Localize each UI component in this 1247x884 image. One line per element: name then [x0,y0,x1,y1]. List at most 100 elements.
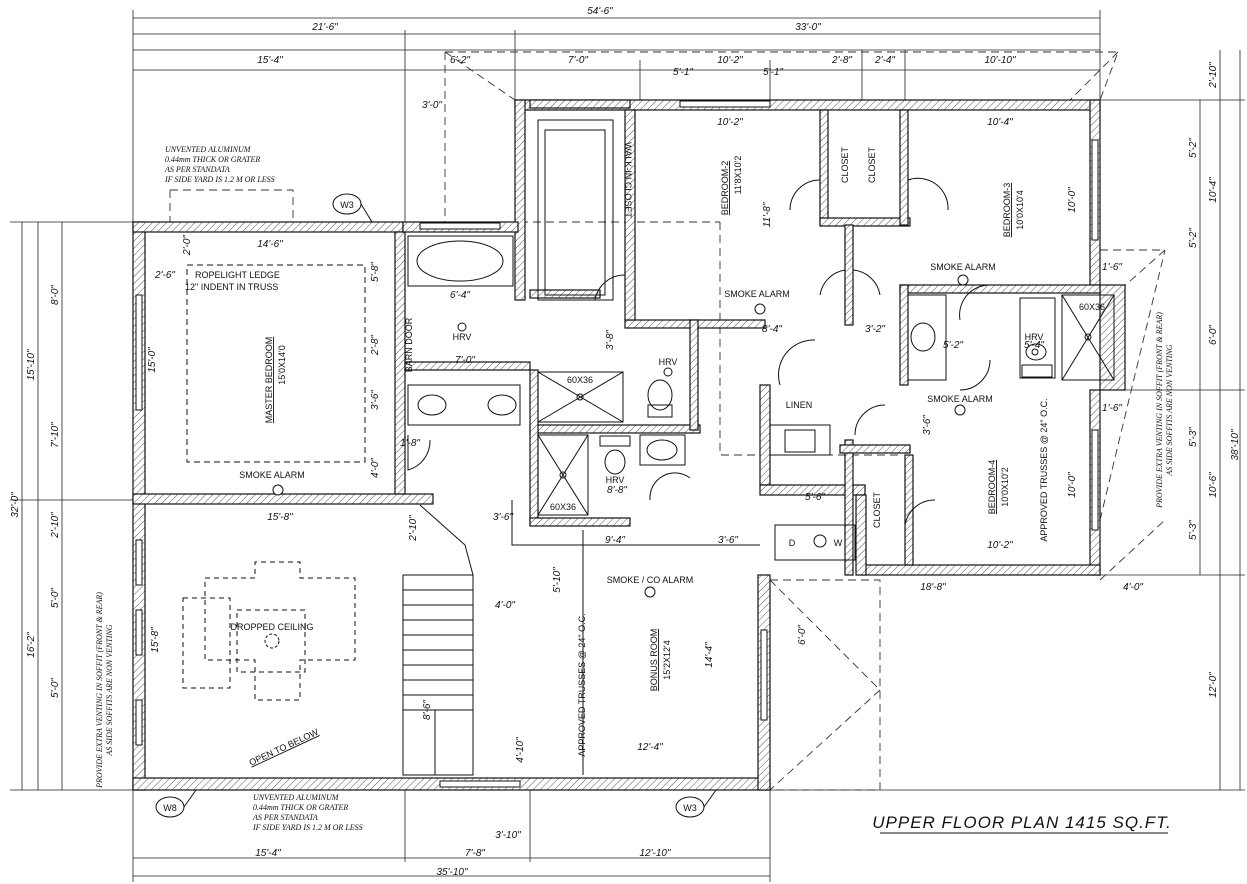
smoke-alarm-label: SMOKE ALARM [930,262,996,272]
dimension-text: 54'-6" 21'-6" 33'-0" 15'-4" 6'-2" 7'-0" … [10,6,1241,878]
dim-top-a: 15'-4" [257,55,283,66]
master-bedroom-name: MASTER BEDROOM [264,337,274,424]
bedroom-3-size: 10'0X10'4 [1015,190,1025,229]
dim-top-left: 21'-6" [311,22,338,33]
note-bottom-line: IF SIDE YARD IS 1.2 M OR LESS [252,823,363,832]
dim-interior: 8'-6" [422,700,433,720]
dim-right-b: 10'-4" [1208,177,1219,203]
dim-interior: 2'-10" [408,515,419,542]
dim-left-f: 5'-0" [50,588,61,608]
dim-interior: 5'-4" [1024,340,1044,351]
dim-bottom-overall: 35'-10" [436,867,467,878]
dim-right-e: 12'-0" [1208,672,1219,698]
dim-interior: 1'-8" [400,438,420,449]
dim-right-i: 5'-3" [1188,520,1199,540]
dim-interior: 5'-8" [370,262,381,282]
bedroom-2-name: BEDROOM-2 [720,161,730,216]
smoke-alarm-label: SMOKE ALARM [724,289,790,299]
note-bottom-line: 0.44mm THICK OR GRATER [253,803,348,812]
dim-left-overall: 32'-0" [10,492,21,518]
dim-interior: 3'-8" [605,330,616,350]
bedroom-3-name: BEDROOM-3 [1002,183,1012,238]
dim-top-g: 10'-10" [984,55,1015,66]
dim-interior: 3'-6" [493,512,513,523]
dim-interior: 3'-2" [865,324,885,335]
dim-interior: 5'-2" [943,340,963,351]
note-top-line: UNVENTED ALUMINUM [165,145,252,154]
bonus-room-size: 15'2X12'4 [662,640,672,679]
shower-size-label: 60X36 [550,502,576,512]
dim-interior: 10'-2" [717,117,743,128]
dim-bottom-b: 7'-8" [465,848,485,859]
trusses-label: APPROVED TRUSSES @ 24" O.C. [1039,398,1049,541]
dim-interior: 2'-0" [182,235,193,256]
hrv-icon [1031,348,1039,356]
shower-size-label: 60X36 [567,375,593,385]
dim-interior: 14'-4" [704,642,715,668]
note-left-line: PROVIDE EXTRA VENTING IN SOFFIT (FRONT &… [95,592,104,789]
dim-interior: 1'-6" [1102,262,1122,273]
dim-top-i: 5'-1" [763,67,783,78]
dim-interior: 10'-0" [1067,472,1078,498]
trusses-label: APPROVED TRUSSES @ 24" O.C. [577,613,587,756]
hrv-icon [663,367,673,377]
hrv-label: HRV [606,475,625,485]
note-bottom-line: UNVENTED ALUMINUM [253,793,340,802]
dim-top-e: 2'-8" [831,55,852,66]
dim-interior: 8'-8" [607,485,627,496]
dim-interior: 15'-8" [267,512,293,523]
dim-interior: 18'-8" [920,582,946,593]
linen-label: LINEN [786,400,813,410]
dim-right-h: 5'-3" [1188,427,1199,447]
dim-interior: 4'-10" [515,737,526,763]
dim-top-h: 5'-1" [673,67,693,78]
dim-top-c: 7'-0" [568,55,588,66]
smoke-alarm-icon [954,404,966,416]
window-tag-w3-label: W3 [683,803,697,813]
dim-left-a: 15'-10" [26,349,37,380]
smoke-alarm-icon [957,274,969,286]
dim-top-b: 6'-2" [450,55,470,66]
smoke-alarm-icons [272,274,1039,598]
dim-left-b: 16'-2" [26,632,37,658]
dim-interior: 9'-4" [605,535,625,546]
window-tag-w8-label: W8 [163,803,177,813]
master-bedroom-size: 15'0X14'0 [277,345,287,384]
dim-right-g: 5'-2" [1188,228,1199,248]
fixtures [182,119,1115,776]
dim-interior: 2'-6" [154,270,175,281]
bedroom-4-size: 10'0X10'2 [1000,467,1010,506]
dim-interior: 6'-4" [450,290,470,301]
dim-interior: 6'-0" [797,625,808,645]
dim-interior: 5'-10" [552,567,563,593]
dim-bottom-d: 3'-10" [495,830,521,841]
dim-interior: 5'-6" [805,492,825,503]
dim-left-g: 5'-0" [50,678,61,698]
dim-right-d: 10'-6" [1208,472,1219,498]
walk-in-closet-label: WALK-IN CLOSET [623,142,633,218]
dim-bottom-c: 12'-10" [639,848,670,859]
windows [135,100,1099,788]
note-right-line: AS SIDE SOFFITS ARE NON VENTING [1165,344,1174,476]
smoke-alarm-icon [754,303,766,315]
ropelight-label: ROPELIGHT LEDGE [195,270,280,280]
hrv-label: HRV [453,332,472,342]
dim-right-f: 5'-2" [1188,138,1199,158]
dim-interior: 7'-0" [455,355,475,366]
open-to-below-label: OPEN TO BELOW [248,727,321,768]
dim-interior: 1'-6" [1102,403,1122,414]
bonus-room-name: BONUS ROOM [649,629,659,692]
closet-label: CLOSET [840,146,850,183]
dropped-ceiling-label: DROPPED CEILING [230,622,313,632]
note-top-line: IF SIDE YARD IS 1.2 M OR LESS [164,175,275,184]
closet-label: CLOSET [867,146,877,183]
note-bottom-line: AS PER STANDATA [252,813,318,822]
dim-interior: 12'-4" [637,742,663,753]
dim-overall-width: 54'-6" [587,6,613,17]
closet-label: CLOSET [872,491,882,528]
hrv-label: HRV [659,357,678,367]
bathtub-icon [407,235,514,287]
dim-right-overall: 38'-10" [1230,429,1241,460]
dim-interior: 10'-0" [1067,187,1078,213]
